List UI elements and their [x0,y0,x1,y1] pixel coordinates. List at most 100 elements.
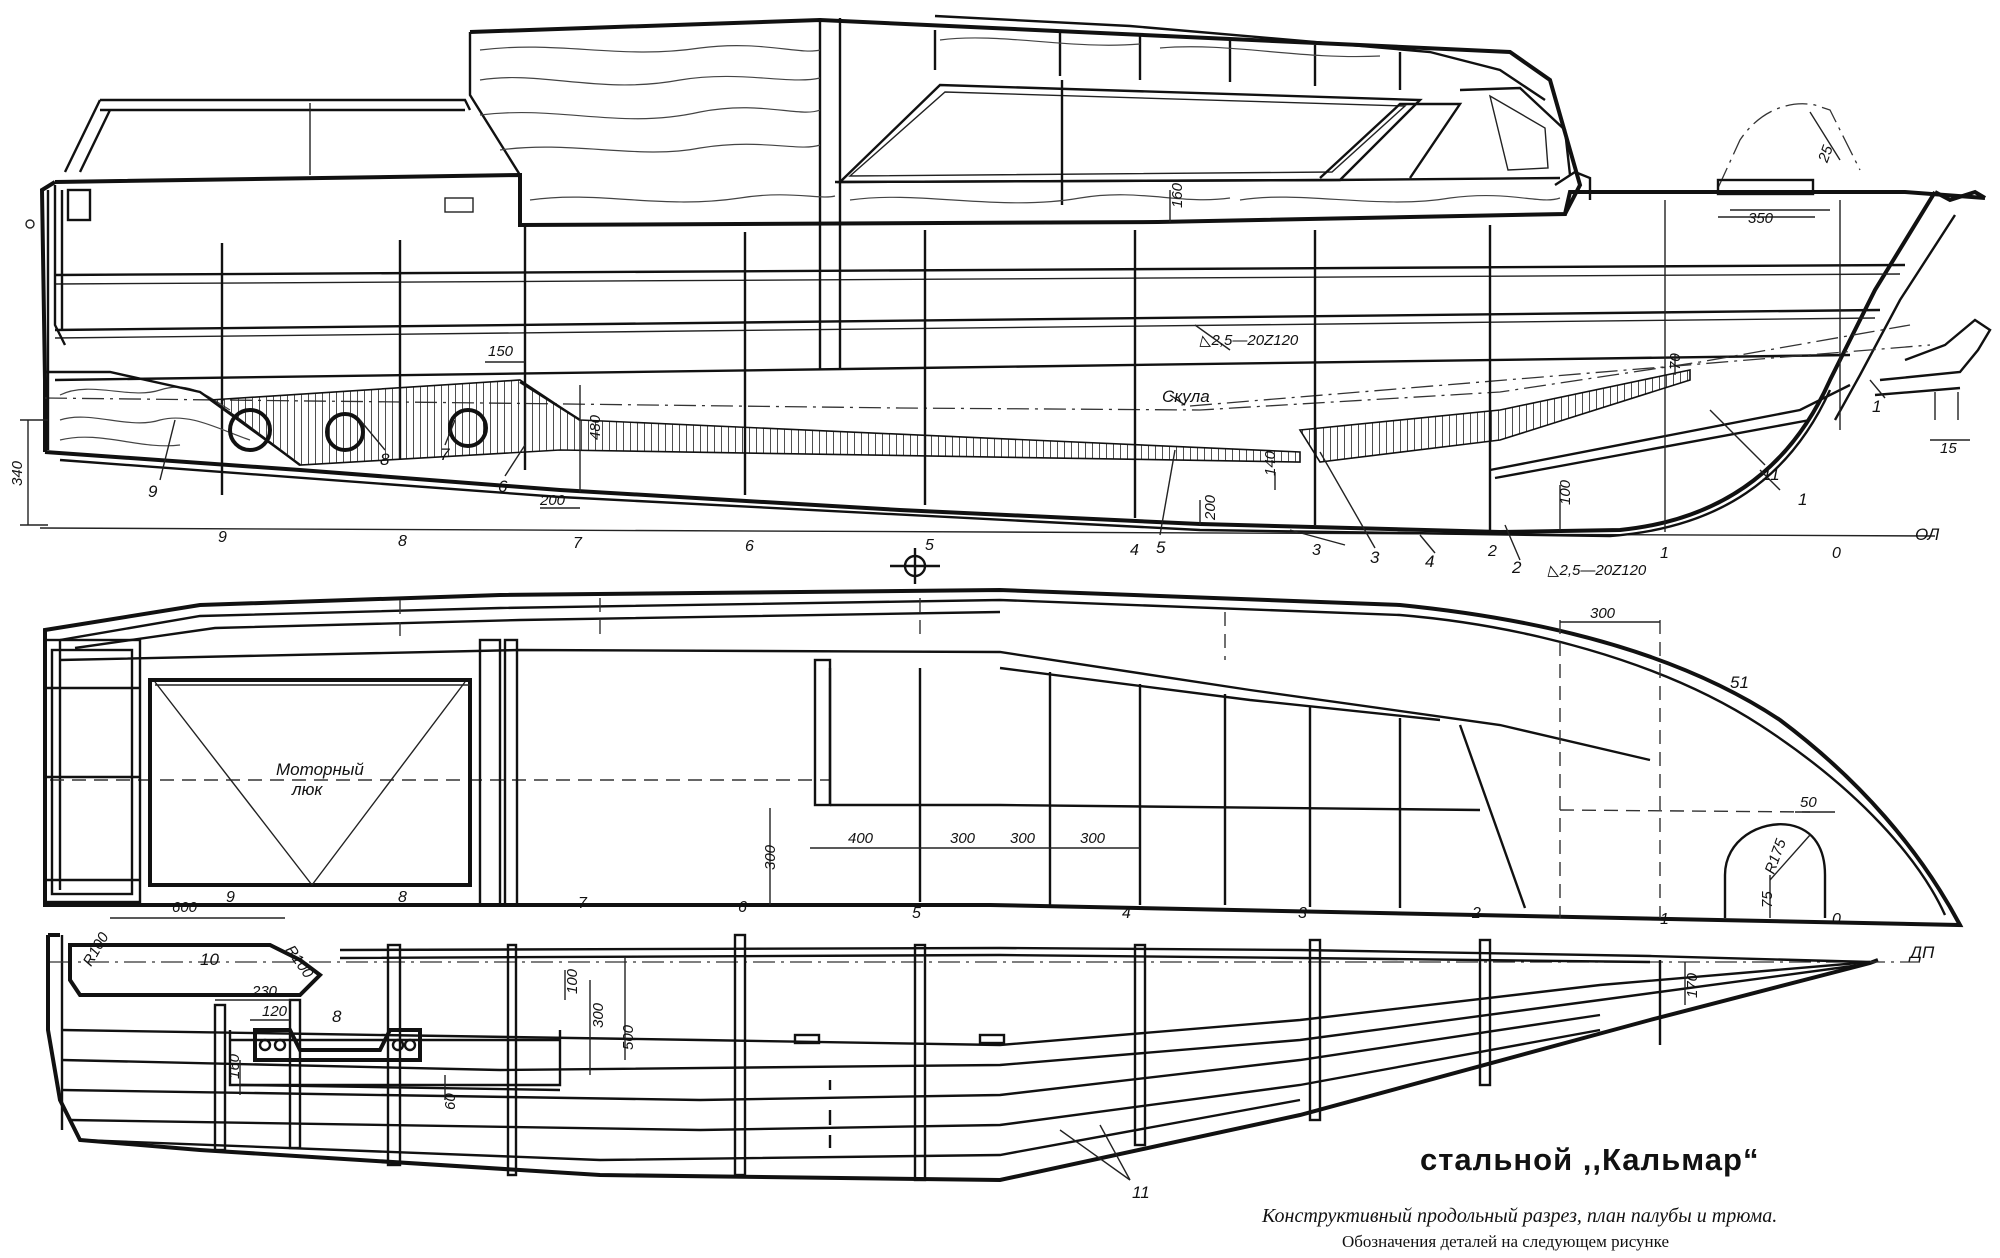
svg-text:◺2,5—20Z120: ◺2,5—20Z120 [1547,562,1647,579]
lightening-hole [325,412,365,452]
svg-text:6: 6 [745,538,754,555]
cabin-superstructure [468,14,1592,370]
forward-hatch [1723,823,1827,918]
svg-text:1: 1 [1798,490,1807,509]
svg-text:7: 7 [440,445,450,464]
aft-cockpit [25,98,474,450]
svg-text:1: 1 [1872,397,1881,416]
svg-text:ДП: ДП [1908,943,1935,962]
transom [39,180,57,452]
svg-text:11: 11 [1132,1183,1150,1202]
svg-text:5: 5 [912,905,921,922]
svg-text:3: 3 [1312,542,1321,559]
svg-text:2: 2 [1511,558,1522,577]
svg-text:4: 4 [1122,905,1131,922]
drawing-title: стальной ,,Кальмар“ [1420,1142,1760,1177]
svg-text:3: 3 [1370,548,1380,567]
deck-plan: Моторный люк 51 300 300 400 300 300 300 … [43,587,1964,928]
svg-text:11: 11 [1762,465,1780,484]
svg-text:300: 300 [1080,830,1106,847]
svg-text:150: 150 [488,343,514,360]
svg-text:9: 9 [148,482,158,501]
svg-text:9: 9 [218,529,227,546]
svg-text:300: 300 [950,830,976,847]
keel-line [44,190,1937,535]
svg-text:100: 100 [564,968,581,994]
wood-grain [59,37,1561,447]
svg-text:170: 170 [1684,972,1701,998]
svg-text:0: 0 [1832,911,1841,928]
svg-text:люк: люк [291,780,323,799]
svg-text:7: 7 [573,535,583,552]
hold-frames [213,933,1662,1182]
svg-text:500: 500 [620,1024,637,1050]
svg-text:75: 75 [1759,891,1776,908]
svg-text:6: 6 [498,477,508,496]
svg-text:140: 140 [1262,450,1279,476]
svg-text:15: 15 [1940,440,1957,457]
deck-station-labels: 9 8 7 6 5 4 3 2 1 0 [226,889,1841,928]
hold-plan: ДП 10 8 11 600 R100 R100 230 120 100 300… [46,899,1935,1202]
side-part-numbers: 9 8 7 6 5 3 4 2 1 11 1 [148,397,1881,577]
side-dimensions: 340 150 480 200 200 160 140 70 100 350 2… [9,143,1957,579]
lightening-hole [448,408,488,448]
svg-text:Моторный: Моторный [276,760,364,779]
svg-text:50: 50 [1800,794,1817,811]
midship-symbol [890,548,940,584]
svg-text:8: 8 [332,1007,342,1026]
svg-text:5: 5 [1156,538,1166,557]
svg-text:9: 9 [226,889,235,906]
svg-text:160: 160 [226,1053,243,1079]
svg-text:Скула: Скула [1162,387,1210,406]
svg-text:51: 51 [1730,673,1749,692]
side-station-labels: 9 8 7 6 5 4 3 2 1 0 ОЛ Скула [218,387,1940,562]
svg-text:10: 10 [200,950,219,969]
svg-text:6: 6 [738,899,747,916]
fuel-tank [68,943,324,997]
engine-bed [207,379,1301,466]
svg-text:1: 1 [1660,545,1669,562]
svg-text:8: 8 [398,889,407,906]
svg-text:8: 8 [398,533,407,550]
forward-keelson [1298,369,1691,463]
svg-text:◺2,5—20Z120: ◺2,5—20Z120 [1199,332,1299,349]
side-view-section: 9 8 7 6 5 4 3 2 1 0 ОЛ Скула 9 8 7 6 5 3… [9,14,1992,584]
lightening-hole [228,408,272,452]
svg-text:340: 340 [9,460,26,486]
svg-text:7: 7 [578,895,588,912]
svg-text:300: 300 [1010,830,1036,847]
svg-text:230: 230 [251,983,278,1000]
svg-text:400: 400 [848,830,874,847]
svg-text:480: 480 [587,414,604,440]
svg-text:200: 200 [1202,494,1219,521]
hatch-arc [1717,103,1861,189]
svg-text:5: 5 [925,537,934,554]
svg-text:1: 1 [1660,911,1669,928]
svg-text:2: 2 [1471,905,1481,922]
drawing-caption: Конструктивный продольный разрез, план п… [1262,1205,1778,1227]
svg-text:3: 3 [1298,905,1307,922]
svg-text:4: 4 [1130,542,1139,559]
engine-bracket [253,1028,422,1062]
svg-text:0: 0 [1832,545,1841,562]
svg-text:ОЛ: ОЛ [1915,525,1940,544]
svg-text:70: 70 [1667,353,1684,370]
svg-text:200: 200 [539,492,566,509]
svg-text:60: 60 [442,1093,459,1110]
baseline-ol [39,527,1936,537]
svg-text:8: 8 [380,450,390,469]
svg-text:350: 350 [1748,210,1774,227]
drawing-note: Обозначения деталей на следующем рисунке [1342,1232,1670,1251]
svg-text:4: 4 [1425,552,1434,571]
sheer-line [54,172,1986,228]
svg-text:600: 600 [172,899,198,916]
svg-text:120: 120 [262,1003,288,1020]
svg-text:25: 25 [1815,143,1837,166]
svg-text:2: 2 [1487,543,1497,560]
motor-hatch [148,678,472,887]
bow-cleat-detail [1874,318,1992,420]
svg-text:300: 300 [762,844,779,870]
svg-text:300: 300 [1590,605,1616,622]
side-frames [220,200,1841,532]
